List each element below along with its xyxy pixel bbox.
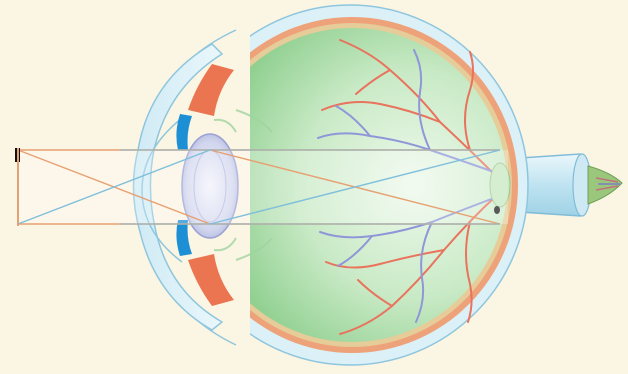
optic-nerve <box>520 154 622 216</box>
light-ray-box <box>18 150 508 224</box>
